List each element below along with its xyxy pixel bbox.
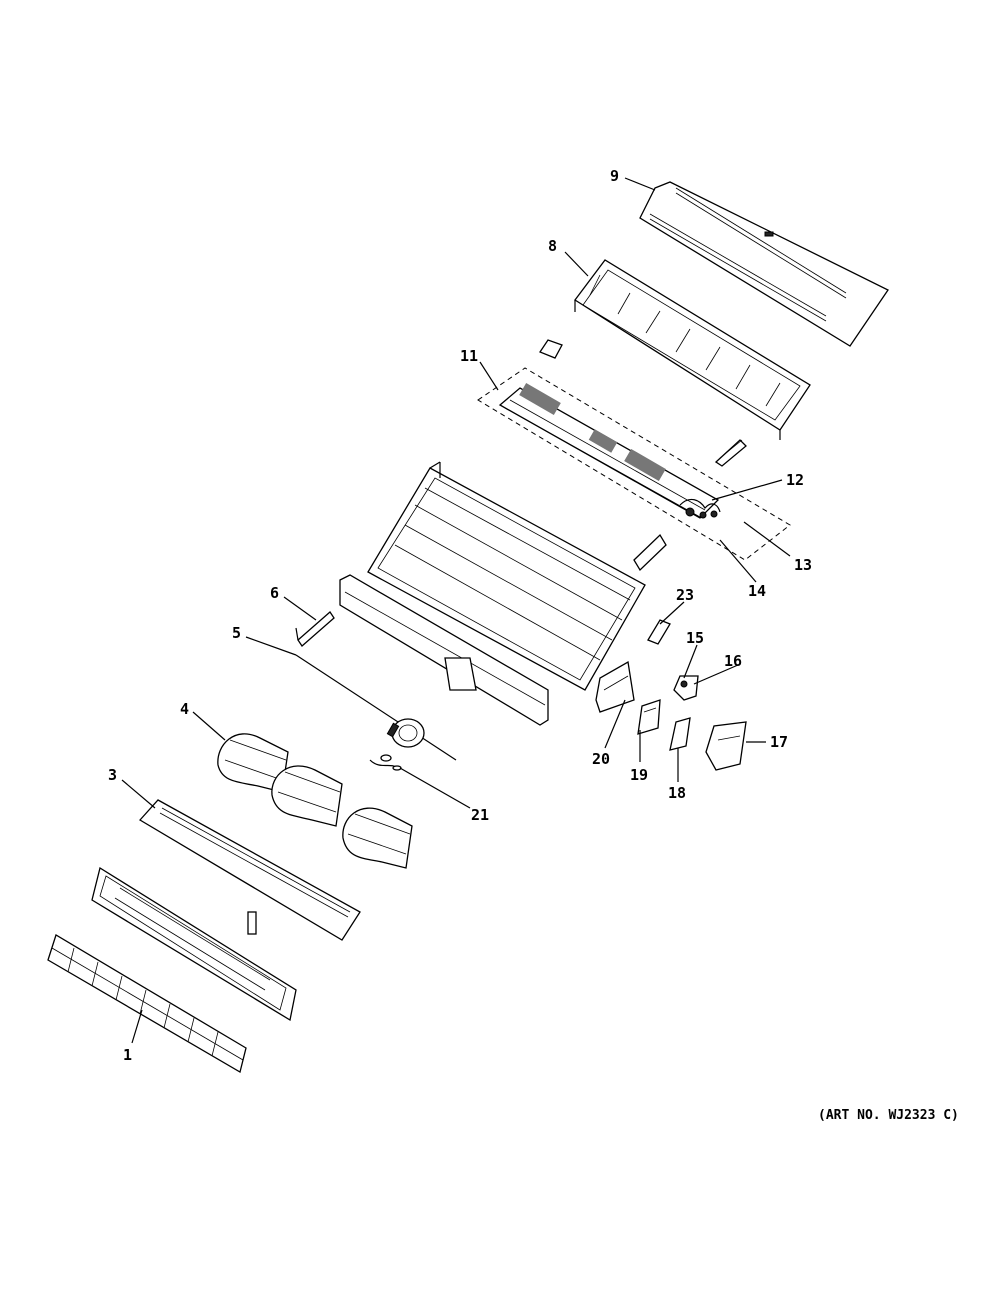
part-15-16-knob-shaft [673, 675, 699, 701]
callout-11: 11 [460, 347, 478, 365]
callout-23: 23 [676, 586, 694, 604]
callout-12: 12 [786, 471, 804, 489]
main-chassis [339, 461, 646, 726]
callout-6: 6 [270, 584, 279, 602]
part-8-grille-frame [574, 259, 811, 440]
part-5-motor-shaft [295, 654, 457, 761]
callout-19: 19 [630, 766, 648, 784]
clip-bracket-right [714, 439, 747, 467]
callout-15: 15 [686, 629, 704, 647]
art-number-label: (ART NO. WJ2323 C) [818, 1108, 959, 1123]
callout-9: 9 [610, 167, 619, 185]
part-11-evaporator-assembly [477, 367, 791, 561]
clip-bracket-lower [633, 533, 667, 572]
callout-18: 18 [668, 784, 686, 802]
part-9-top-cover [639, 181, 889, 347]
callout-14: 14 [748, 582, 766, 600]
callout-13: 13 [794, 556, 812, 574]
part-18-switch-bracket [669, 717, 691, 751]
callout-8: 8 [548, 237, 557, 255]
discharge-grille [91, 866, 297, 1022]
part-4-blower-housing-1 [217, 733, 289, 793]
part-4-blower-housing-3 [342, 807, 413, 869]
leader-lines [121, 177, 791, 1044]
callout-17: 17 [770, 733, 788, 751]
callout-4: 4 [180, 700, 189, 718]
part-6-bracket [295, 611, 335, 647]
part-1-filter [47, 934, 247, 1073]
callout-16: 16 [724, 652, 742, 670]
part-3-front-panel [138, 799, 361, 941]
callout-3: 3 [108, 766, 117, 784]
part-17-terminal-cover [705, 721, 747, 771]
callout-5: 5 [232, 624, 241, 642]
part-23-control-board [647, 619, 671, 645]
part-4-blower-housing-2 [271, 765, 343, 827]
part-20-control-housing [595, 660, 635, 713]
callout-1: 1 [123, 1046, 132, 1064]
part-21-fastener [369, 754, 402, 771]
part-19-switch [637, 699, 661, 735]
clip-bracket-upper [539, 339, 563, 359]
callout-labels: 9 8 11 12 13 14 6 5 23 15 16 4 17 20 19 … [108, 167, 812, 1064]
callout-20: 20 [592, 750, 610, 768]
callout-21: 21 [471, 806, 489, 824]
